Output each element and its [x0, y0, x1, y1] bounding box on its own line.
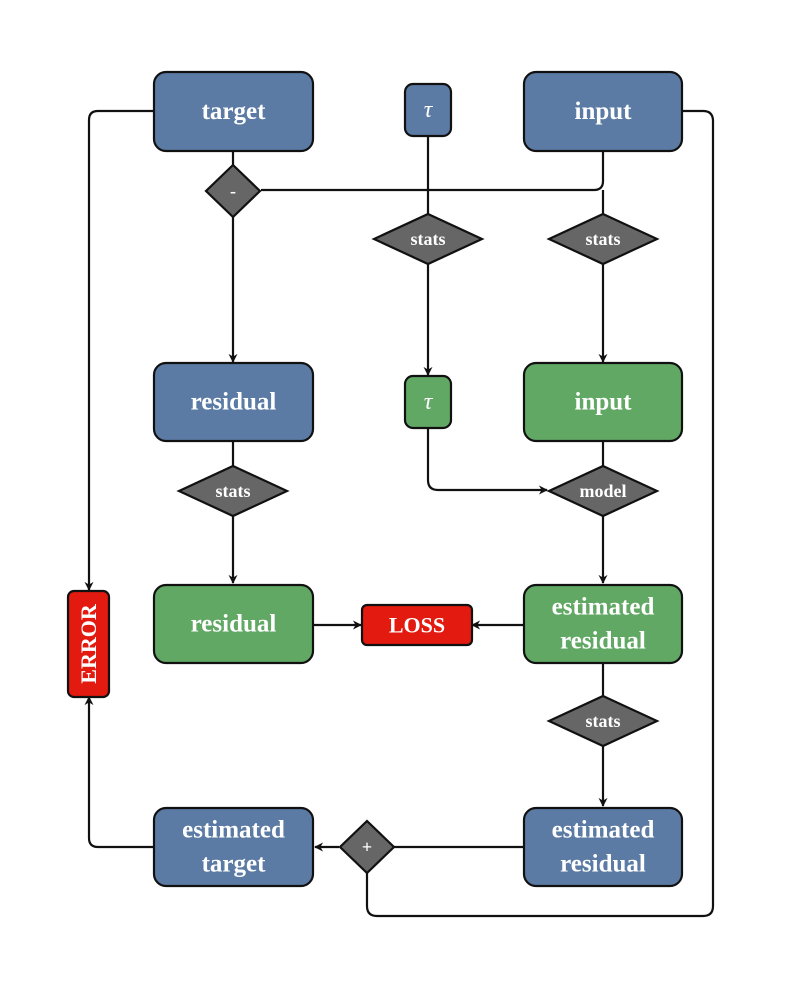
node-error-box [66, 589, 111, 699]
nodes: target τ input - stats stats residual τ input sta… [66, 70, 684, 888]
node-input-green-label: input [575, 389, 633, 416]
edge-tau-green-to-model [426, 428, 548, 495]
node-est-residual-green: estimated residual [522, 583, 684, 665]
node-model: model [546, 464, 660, 518]
edges [84, 109, 715, 918]
node-error: ERROR [66, 589, 111, 699]
node-stats-residual-diamond [176, 464, 290, 518]
node-residual-green-label: residual [191, 611, 277, 638]
node-est-target-label: target [202, 851, 267, 878]
node-input-top-label: input [575, 98, 633, 125]
node-est-residual-blue: estimated residual [522, 806, 684, 888]
node-est-residual-green-box [522, 583, 684, 665]
node-est-residual-blue-label: estimated [552, 817, 655, 844]
node-stats-tau: stats [371, 212, 485, 266]
node-model-label: model [580, 481, 627, 501]
node-loss: LOSS [360, 603, 474, 647]
node-stats-input: stats [546, 212, 660, 266]
node-target-label: target [202, 98, 267, 125]
node-tau-top: τ [403, 82, 453, 138]
node-target-box [152, 70, 315, 153]
node-stats-est: stats [546, 694, 660, 748]
node-loss-box [360, 603, 474, 647]
node-stats-input-diamond [546, 212, 660, 266]
node-minus-label: - [230, 181, 236, 201]
node-plus: + [338, 819, 396, 875]
node-stats-residual: stats [176, 464, 290, 518]
node-minus: - [204, 163, 262, 219]
node-input-top: input [522, 70, 684, 153]
node-est-residual-blue-box [522, 806, 684, 888]
node-residual-green-box [152, 583, 315, 665]
node-model-diamond [546, 464, 660, 518]
node-residual-green: residual [152, 583, 315, 665]
node-stats-est-label: stats [586, 711, 621, 731]
node-loss-label: LOSS [389, 613, 445, 638]
edge-est-target-to-error [84, 696, 154, 849]
node-est-target-box [152, 806, 315, 888]
node-minus-diamond [204, 163, 262, 219]
node-stats-residual-label: stats [216, 481, 251, 501]
node-tau-top-box [403, 82, 453, 138]
node-residual-blue: residual [152, 361, 315, 443]
node-est-residual-green-label: estimated [552, 594, 655, 621]
node-est-target-label: estimated [182, 817, 285, 844]
node-plus-diamond [338, 819, 396, 875]
node-est-target: estimated target [152, 806, 315, 888]
node-stats-tau-diamond [371, 212, 485, 266]
node-residual-blue-box [152, 361, 315, 443]
node-residual-blue-label: residual [191, 389, 277, 416]
node-plus-label: + [362, 837, 372, 857]
edge-input-to-plus [365, 109, 715, 918]
node-stats-input-label: stats [586, 229, 621, 249]
node-error-label: ERROR [76, 603, 101, 684]
node-input-green: input [522, 361, 684, 443]
node-stats-tau-label: stats [411, 229, 446, 249]
node-stats-est-diamond [546, 694, 660, 748]
edge-target-to-error [84, 109, 154, 591]
node-tau-green-box [403, 374, 453, 430]
node-est-residual-green-label: residual [560, 628, 646, 655]
node-target: target [152, 70, 315, 153]
node-tau-green-label: τ [424, 389, 434, 415]
node-input-top-box [522, 70, 684, 153]
node-tau-green: τ [403, 374, 453, 430]
node-tau-top-label: τ [424, 97, 434, 123]
node-est-residual-blue-label: residual [560, 851, 646, 878]
node-input-green-box [522, 361, 684, 443]
edge-input-to-minus [261, 150, 605, 192]
